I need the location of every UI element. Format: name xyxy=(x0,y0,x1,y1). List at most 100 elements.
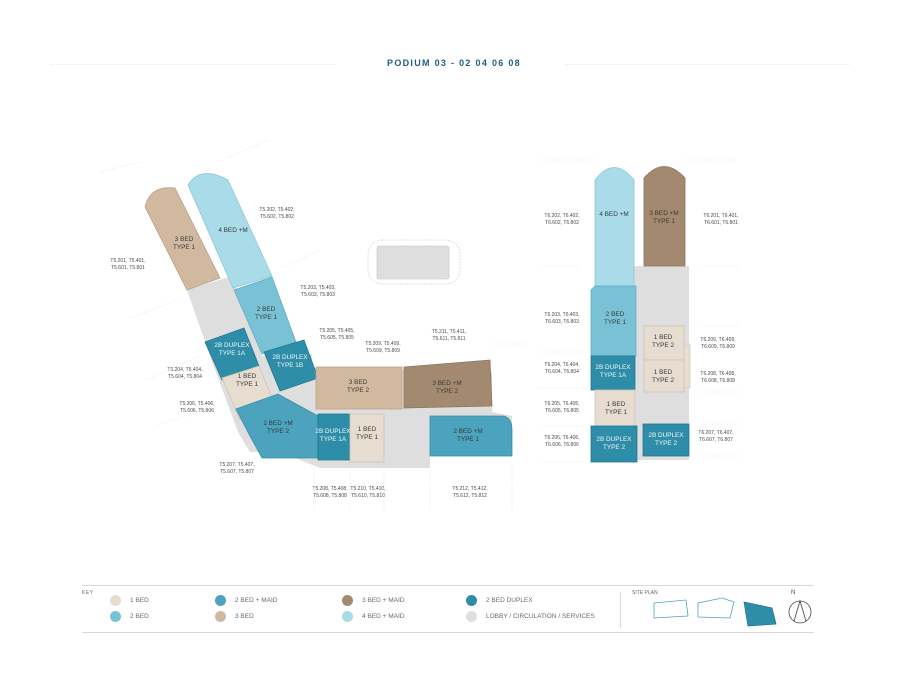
t6-units-205: T6.205, T6.405,T6.605, T6.805 xyxy=(544,401,579,414)
title-rule-right xyxy=(565,64,850,65)
courtyard-pool-outline xyxy=(367,239,461,285)
legend-label: 2 BED xyxy=(130,613,149,621)
t5-room-2b-duplex-1a-bottom[interactable] xyxy=(317,413,351,461)
legend-label: 4 BED + MAID xyxy=(362,613,405,621)
t6-units-204: T6.204, T6.404,T6.604, T6.804 xyxy=(544,362,579,375)
t5-room-4bed-m[interactable] xyxy=(187,173,273,289)
legend-label: 3 BED xyxy=(235,613,254,621)
legend-label: 1 BED xyxy=(130,597,149,605)
courtyard-pool xyxy=(376,245,450,280)
t6-room-4bed-m[interactable] xyxy=(594,167,635,287)
t5-units-211: T5.211, T5.411,T5.611, T5.811 xyxy=(432,329,466,342)
t6-units-207: T6.207, T6.407,T6.607, T6.807 xyxy=(698,430,733,443)
t5-room-2bed-m-type1[interactable] xyxy=(429,415,513,457)
site-plan-title: SITE PLAN xyxy=(632,590,658,596)
north-arrow-icon xyxy=(788,599,812,624)
legend-swatch xyxy=(215,611,226,622)
t6-room-1bed-type1[interactable] xyxy=(594,389,636,427)
t5-leader-lines xyxy=(99,139,530,512)
t5-units-207: T5.207, T5.407,T5.607, T5.807 xyxy=(219,462,254,475)
t6-units-201: T6.201, T6.401,T6.601, T6.801 xyxy=(703,213,738,226)
legend-swatch xyxy=(466,595,477,606)
legend-item-2-bed: 2 BED xyxy=(110,611,149,623)
t6-units-202: T6.202, T6.402,T6.602, T6.802 xyxy=(544,213,579,226)
legend-swatch xyxy=(215,595,226,606)
legend-label: 2 BED + MAID xyxy=(235,597,278,605)
t5-units-208: T5.208, T5.408,T5.608, T5.808 xyxy=(312,486,347,499)
t5-units-210: T5.210, T5.410,T5.610, T5.810 xyxy=(350,486,385,499)
legend-swatch xyxy=(342,611,353,622)
legend-item-lobby: LOBBY / CIRCULATION / SERVICES xyxy=(466,611,595,623)
legend-divider xyxy=(620,592,621,628)
site-plan-plot-2 xyxy=(697,597,735,619)
t6-label-4bed-m: 4 BED +M xyxy=(599,211,628,218)
t6-units-209: T6.209, T6.409,T6.609, T6.809 xyxy=(700,337,735,350)
legend-label: 2 BED DUPLEX xyxy=(486,597,533,605)
t6-room-2b-duplex-2-right[interactable] xyxy=(642,423,690,457)
t5-room-3bed-m-type2[interactable] xyxy=(403,359,493,409)
legend-title: KEY xyxy=(82,590,94,596)
t5-room-3bed-type2[interactable] xyxy=(315,366,403,410)
t5-units-203: T5.203, T5.403,T5.603, T5.803 xyxy=(300,285,335,298)
t5-units-209: T5.209, T5.409,T5.609, T5.809 xyxy=(365,341,400,354)
t5-units-206: T5.206, T5.406,T5.606, T5.806 xyxy=(179,401,214,414)
t5-units-204: T5.204, T5.404,T5.604, T5.804 xyxy=(167,367,202,380)
north-label: N xyxy=(791,590,796,596)
t6-units-208: T6.208, T6.408,T6.608, T6.808 xyxy=(700,371,735,384)
legend-item-2-bed-maid: 2 BED + MAID xyxy=(215,595,277,607)
site-plan-map xyxy=(653,597,812,627)
legend-swatch xyxy=(342,595,353,606)
site-plan-plot-highlighted xyxy=(743,601,777,627)
t5-units-205: T5.205, T5.405,T5.605, T5.805 xyxy=(319,328,354,341)
t6-leader-lines xyxy=(540,159,740,463)
legend-swatch xyxy=(110,611,121,622)
t6-room-2b-duplex-2-left[interactable] xyxy=(590,425,638,463)
t6-room-2b-duplex-1a[interactable] xyxy=(590,355,636,391)
legend-label: LOBBY / CIRCULATION / SERVICES xyxy=(486,613,595,621)
t6-balcony-right xyxy=(683,343,691,389)
t6-room-3bed-m-type1[interactable] xyxy=(643,166,686,267)
legend-label: 3 BED + MAID xyxy=(362,597,405,605)
legend: KEY 1 BED 2 BED 2 BED + MAID 3 BED 3 BED… xyxy=(82,585,814,633)
legend-swatch xyxy=(466,611,477,622)
legend-item-3-bed: 3 BED xyxy=(215,611,254,623)
t5-room-1bed-type1-bottom[interactable] xyxy=(349,413,385,463)
t6-units-206: T6.206, T6.406,T6.606, T6.806 xyxy=(544,435,579,448)
site-plan-plot-1 xyxy=(653,599,689,619)
legend-item-3-bed-maid: 3 BED + MAID xyxy=(342,595,404,607)
title-rule-left xyxy=(50,64,335,65)
t5-units-212: T5.212, T5.412,T5.612, T5.812 xyxy=(452,486,487,499)
t6-units-203: T6.203, T6.403,T6.603, T6.803 xyxy=(544,312,579,325)
page-title: PODIUM 03 - 02 04 06 08 xyxy=(387,58,521,68)
t6-room-1bed-type2-bottom[interactable] xyxy=(643,359,685,393)
legend-item-4-bed-maid: 4 BED + MAID xyxy=(342,611,404,623)
t5-room-3bed-type1[interactable] xyxy=(144,187,221,291)
t5-label-4bed-m: 4 BED +M xyxy=(218,227,247,234)
t5-units-202: T5.202, T5.402,T5.602, T5.802 xyxy=(259,207,294,220)
legend-swatch xyxy=(110,595,121,606)
legend-item-1-bed: 1 BED xyxy=(110,595,149,607)
legend-item-2-bed-duplex: 2 BED DUPLEX xyxy=(466,595,533,607)
